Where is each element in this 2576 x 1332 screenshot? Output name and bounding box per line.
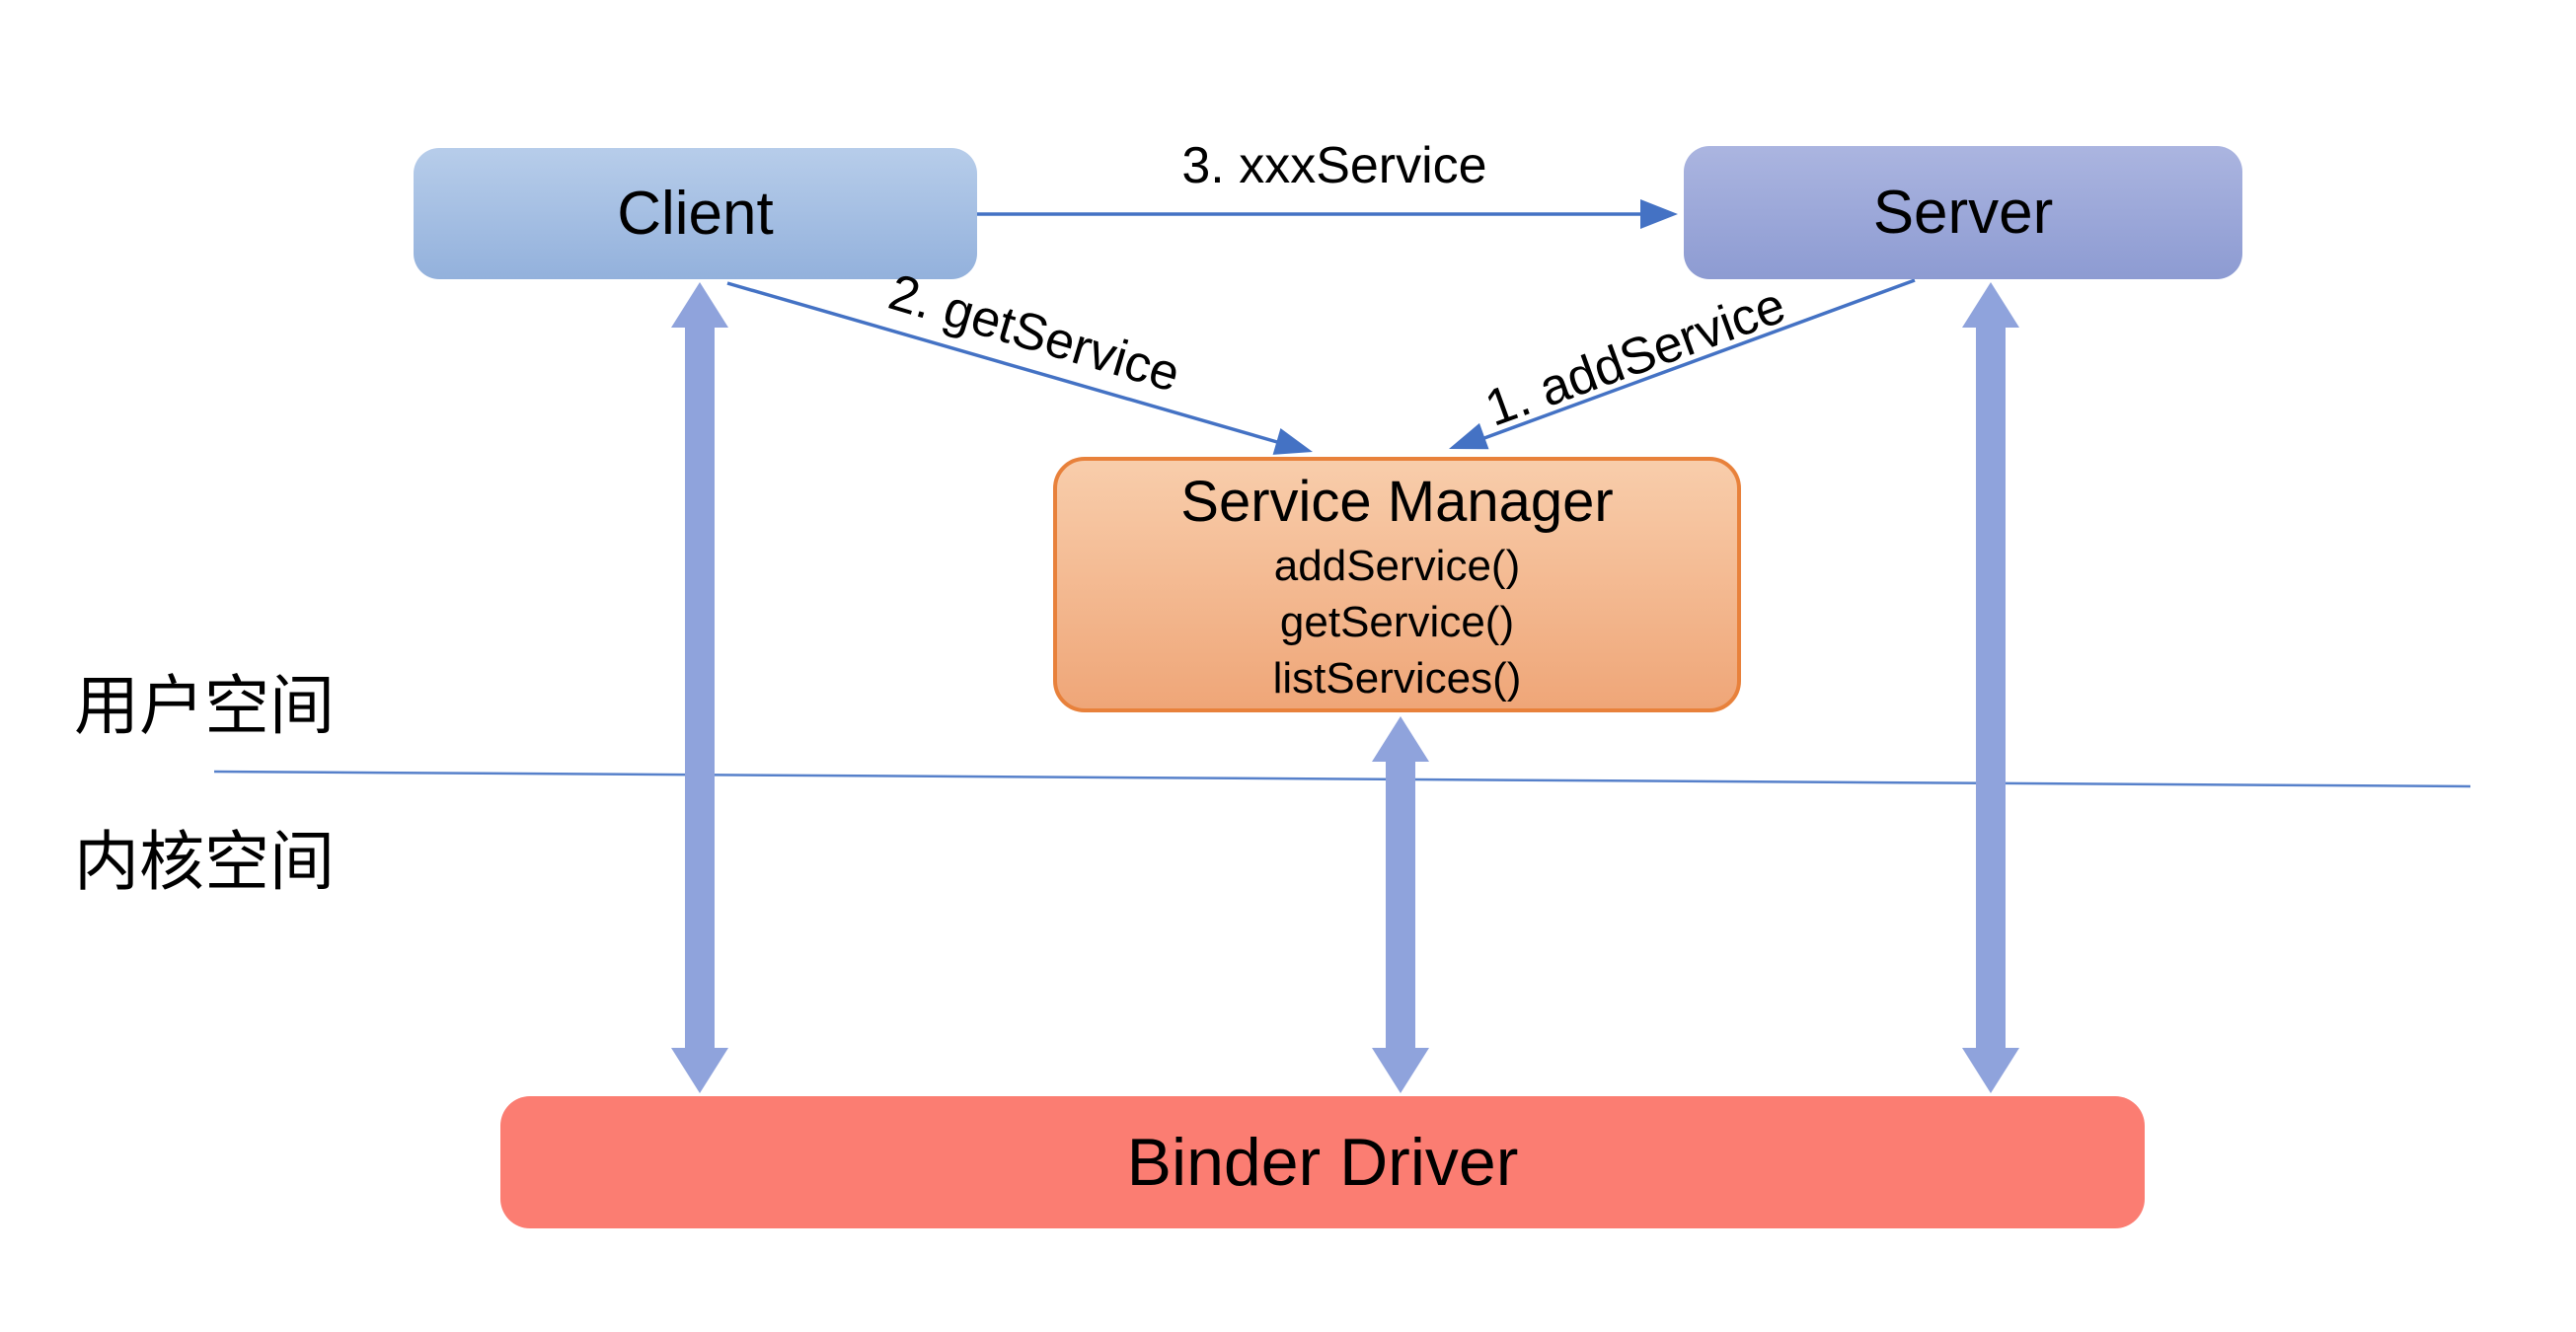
edge-addservice-line (1483, 278, 1916, 440)
service-manager-method-getservice: getService() (1279, 598, 1515, 646)
service-manager-node: Service Manager addService() getService(… (1053, 457, 1741, 712)
kernel-space-label: 内核空间 (74, 825, 335, 898)
service-manager-method-addservice: addService() (1273, 542, 1521, 590)
client-label: Client (617, 180, 774, 248)
binder-driver-node: Binder Driver (500, 1096, 2145, 1228)
server-binder-double-arrow (1962, 282, 2019, 1093)
binder-driver-label: Binder Driver (1126, 1125, 1519, 1200)
edge-getservice-arrowhead (1272, 427, 1313, 455)
user-space-label: 用户空间 (74, 669, 335, 742)
service-manager-method-listservices: listServices() (1272, 654, 1522, 703)
client-node: Client (414, 148, 977, 279)
edge-getservice-line (726, 281, 1278, 444)
server-node: Server (1684, 146, 2242, 279)
user-kernel-divider-line (213, 770, 2471, 788)
edge-xxxservice-label: 3. xxxService (1181, 137, 1487, 194)
server-label: Server (1872, 179, 2054, 247)
edge-addservice-arrowhead (1449, 422, 1489, 450)
service-manager-title: Service Manager (1180, 470, 1614, 534)
service-manager-binder-double-arrow (1372, 716, 1429, 1093)
edge-xxxservice-arrowhead (1640, 199, 1678, 229)
client-binder-double-arrow (671, 282, 728, 1093)
